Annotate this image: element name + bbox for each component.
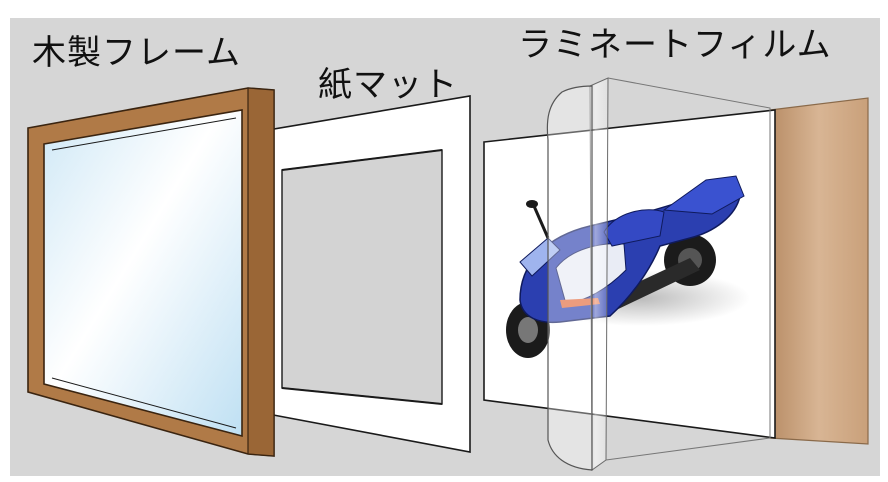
wood-frame-label: 木製フレーム	[32, 33, 241, 73]
laminate-film-label: ラミネートフィルム	[518, 25, 832, 65]
motorcycle-icon	[506, 175, 745, 358]
backboard	[769, 97, 869, 445]
artwork-print	[483, 109, 776, 439]
laminate-film	[546, 77, 771, 471]
wood-frame	[27, 87, 275, 457]
paper-mat	[267, 95, 471, 453]
paper-mat-label: 紙マット	[318, 65, 458, 105]
